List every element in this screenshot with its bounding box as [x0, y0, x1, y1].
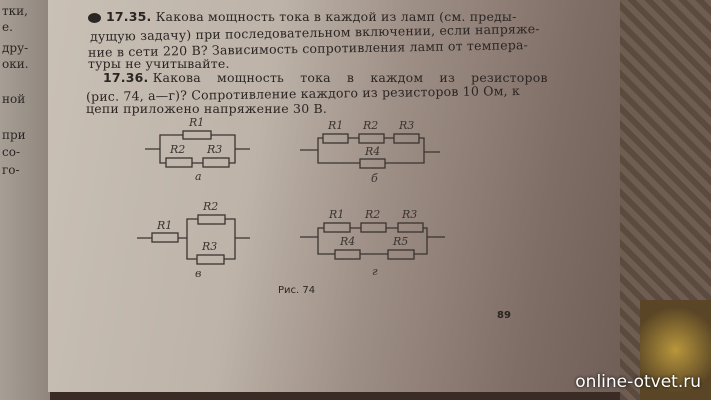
resistor-r3: [196, 254, 225, 265]
left-page-text: го-: [2, 163, 20, 177]
circuit-v: [137, 214, 250, 265]
left-page-text: при: [2, 128, 26, 142]
resistor-label: R4: [365, 145, 381, 158]
resistor-label: R2: [363, 119, 379, 132]
resistor-label: R2: [203, 200, 219, 213]
book-page: [48, 0, 648, 392]
resistor-r2: [165, 157, 193, 168]
circuit-label: а: [195, 170, 202, 183]
circuit-label: г: [372, 265, 378, 278]
resistor-r4: [359, 158, 386, 169]
problem-text-line: цепи приложено напряжение 30 В.: [86, 101, 328, 116]
background-ornament: [640, 300, 711, 400]
circuit-a: [145, 130, 250, 168]
resistor-r1: [322, 133, 349, 144]
resistor-label: R1: [329, 208, 345, 221]
resistor-r1: [182, 130, 212, 140]
resistor-r3: [393, 133, 420, 144]
resistor-label: R5: [393, 235, 409, 248]
resistor-r2: [358, 133, 385, 144]
resistor-label: R1: [157, 219, 173, 232]
resistor-label: R3: [207, 143, 223, 156]
problem-text-line: Какова мощность тока в каждом из резисто…: [152, 70, 548, 85]
resistor-r2: [197, 214, 226, 225]
circuit-b: [300, 133, 440, 169]
page-number: 89: [497, 310, 511, 321]
circuit-g: [300, 222, 445, 260]
left-page-text: ной: [2, 92, 26, 106]
problem-number: 17.35.: [106, 9, 152, 24]
resistor-label: R1: [189, 116, 205, 129]
problem-text-line: туры не учитывайте.: [88, 56, 230, 71]
problem-number: 17.36.: [103, 70, 149, 85]
circuit-label: в: [195, 267, 202, 280]
left-page-text: оки.: [2, 57, 29, 71]
resistor-label: R3: [202, 240, 218, 253]
left-page: [0, 0, 50, 400]
resistor-r3: [397, 222, 424, 233]
resistor-label: R3: [399, 119, 415, 132]
resistor-r1: [323, 222, 351, 233]
circuit-label: б: [371, 172, 378, 185]
pointing-hand-icon: [88, 13, 101, 23]
left-page-text: дру-: [2, 41, 29, 55]
problem-text-line: Какова мощность тока в каждой из ламп (с…: [155, 9, 517, 24]
resistor-r3: [202, 157, 230, 168]
left-page-text: тки,: [2, 4, 28, 18]
resistor-label: R4: [340, 235, 356, 248]
resistor-r5: [387, 249, 415, 260]
resistor-r4: [334, 249, 361, 260]
left-page-text: со-: [2, 145, 20, 159]
left-page-text: е.: [2, 20, 13, 34]
figure-caption: Рис. 74: [278, 285, 316, 296]
resistor-r2: [360, 222, 387, 233]
resistor-r1: [151, 232, 179, 243]
resistor-label: R2: [365, 208, 381, 221]
resistor-label: R2: [170, 143, 186, 156]
resistor-label: R3: [402, 208, 418, 221]
resistor-label: R1: [328, 119, 344, 132]
watermark: online-otvet.ru: [575, 372, 701, 392]
